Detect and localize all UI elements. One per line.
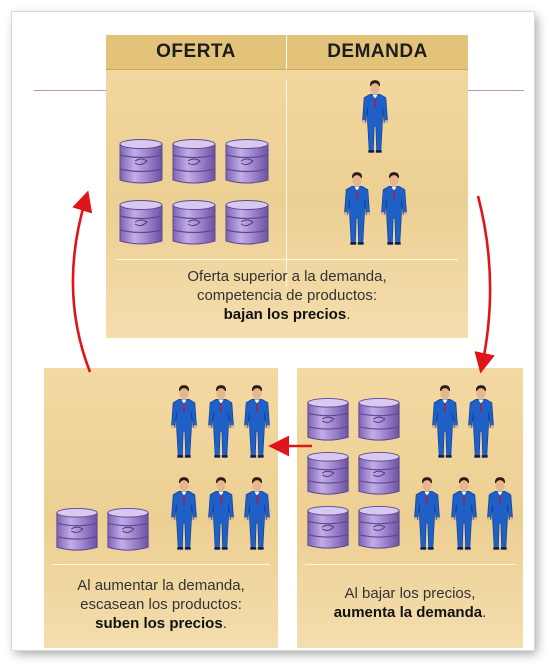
barrel-icon bbox=[105, 506, 151, 554]
businessman-icon bbox=[449, 470, 479, 556]
barrel-icon bbox=[54, 506, 100, 554]
barrel-icon bbox=[170, 198, 218, 248]
barrel-icon bbox=[170, 137, 218, 187]
caption-separator bbox=[305, 564, 515, 565]
businessman-icon bbox=[169, 378, 199, 464]
businessman-icon bbox=[206, 378, 236, 464]
barrel-icon bbox=[223, 137, 271, 187]
barrel-icon bbox=[117, 137, 165, 187]
barrel-icon bbox=[356, 450, 402, 498]
barrel-icon bbox=[356, 504, 402, 552]
header-divider bbox=[286, 35, 287, 69]
bl-caption-line2: escasean los productos: bbox=[80, 596, 242, 613]
bl-caption-line1: Al aumentar la demanda, bbox=[77, 577, 245, 594]
bl-caption-bold: suben los precios bbox=[95, 615, 223, 632]
businessman-icon bbox=[430, 378, 460, 464]
bottom-left-panel: Al aumentar la demanda, escasean los pro… bbox=[44, 368, 278, 648]
br-caption-end: . bbox=[482, 604, 487, 621]
panel-divider bbox=[286, 79, 287, 287]
top-caption-end: . bbox=[346, 306, 351, 323]
businessman-icon bbox=[342, 165, 372, 251]
top-caption-line1: Oferta superior a la demanda, bbox=[187, 268, 387, 285]
bottom-right-caption: Al bajar los precios, aumenta la demanda… bbox=[297, 584, 523, 622]
top-caption-line2: competencia de productos: bbox=[196, 287, 378, 304]
guide-line-left bbox=[34, 90, 106, 91]
top-caption: Oferta superior a la demanda, competenci… bbox=[106, 267, 468, 324]
businessman-icon bbox=[379, 165, 409, 251]
businessman-icon bbox=[466, 378, 496, 464]
top-caption-bold: bajan los precios bbox=[223, 306, 347, 323]
businessman-icon bbox=[206, 470, 236, 556]
barrel-icon bbox=[305, 450, 351, 498]
bottom-left-caption: Al aumentar la demanda, escasean los pro… bbox=[44, 576, 278, 633]
businessman-icon bbox=[242, 378, 272, 464]
businessman-icon bbox=[412, 470, 442, 556]
barrel-icon bbox=[117, 198, 165, 248]
barrel-icon bbox=[305, 504, 351, 552]
businessman-icon bbox=[360, 73, 390, 159]
bl-caption-end: . bbox=[222, 615, 227, 632]
businessman-icon bbox=[485, 470, 515, 556]
header-oferta: OFERTA bbox=[106, 35, 286, 70]
caption-separator bbox=[116, 259, 458, 260]
barrel-icon bbox=[305, 396, 351, 444]
caption-separator bbox=[52, 564, 270, 565]
guide-line-right bbox=[468, 90, 524, 91]
top-panel: OFERTA DEMANDA Oferta superior a la dema… bbox=[106, 35, 468, 338]
header-demanda: DEMANDA bbox=[287, 35, 468, 70]
oferta-label: OFERTA bbox=[156, 41, 236, 62]
businessman-icon bbox=[169, 470, 199, 556]
barrel-icon bbox=[223, 198, 271, 248]
br-caption-bold: aumenta la demanda bbox=[333, 604, 483, 621]
barrel-icon bbox=[356, 396, 402, 444]
demanda-label: DEMANDA bbox=[327, 41, 428, 62]
br-caption-line1: Al bajar los precios, bbox=[344, 585, 476, 602]
businessman-icon bbox=[242, 470, 272, 556]
